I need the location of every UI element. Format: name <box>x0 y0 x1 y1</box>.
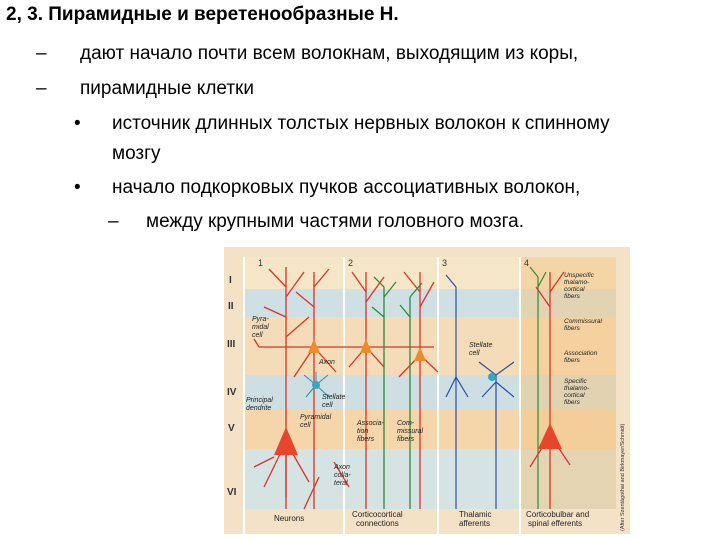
column-number: 2 <box>348 258 353 268</box>
slide-title: 2, 3. Пирамидные и веретенообразные Н. <box>6 4 399 25</box>
layer-label: V <box>228 423 235 434</box>
layer-label: I <box>229 275 232 286</box>
column-number: 4 <box>524 258 529 268</box>
layer-label: VI <box>227 487 237 498</box>
column-number: 1 <box>258 258 263 268</box>
column-4-shade <box>520 257 616 509</box>
stellate-dendrites <box>303 372 330 398</box>
bottom-label-neurons: Neurons <box>274 514 304 523</box>
commissural-fibers <box>529 266 547 509</box>
pyramidal-cell-body <box>360 339 372 353</box>
pyramidal-neurons-red <box>253 267 439 510</box>
efferent-pyramidal-cell <box>538 423 562 449</box>
list-item: начало подкорковых пучков ассоциативных … <box>112 177 581 198</box>
large-pyramidal-cell-body <box>274 427 298 455</box>
column-number: 3 <box>442 258 447 268</box>
stellate-cell-body <box>488 373 496 381</box>
layer-label: III <box>227 339 236 350</box>
layer-label: II <box>228 301 234 312</box>
dash-marker: – <box>36 78 47 99</box>
figure-credit: (After Szentágothai and Birkmayer/Schmid… <box>620 424 626 531</box>
thalamic-afferents-blue <box>445 274 515 509</box>
cortex-layers-figure: 1 2 3 4 I II III IV V VI <box>224 247 630 534</box>
list-item: между крупными частями головного мозга. <box>146 211 524 232</box>
corticobulbar-efferents <box>529 271 571 509</box>
association-fibers-green <box>371 276 423 509</box>
label-axon: Axon <box>318 359 335 366</box>
stellate-cell-body <box>312 381 320 389</box>
bullet-marker: • <box>74 177 81 198</box>
list-item: дают начало почти всем волокнам, выходящ… <box>80 43 579 64</box>
bullet-marker: • <box>74 113 81 134</box>
dash-marker: – <box>36 43 47 64</box>
band-footer <box>244 509 616 534</box>
pyramidal-cell-body <box>308 339 320 353</box>
cortex-diagram: 1 2 3 4 I II III IV V VI <box>224 247 630 534</box>
dash-marker: – <box>108 211 119 232</box>
pyramidal-cell-body <box>414 347 426 361</box>
list-item: источник длинных толстых нервных волокон… <box>112 113 610 134</box>
layer-label: IV <box>227 387 237 398</box>
list-item: пирамидные клетки <box>80 78 254 99</box>
list-item-continuation: мозгу <box>112 143 161 164</box>
